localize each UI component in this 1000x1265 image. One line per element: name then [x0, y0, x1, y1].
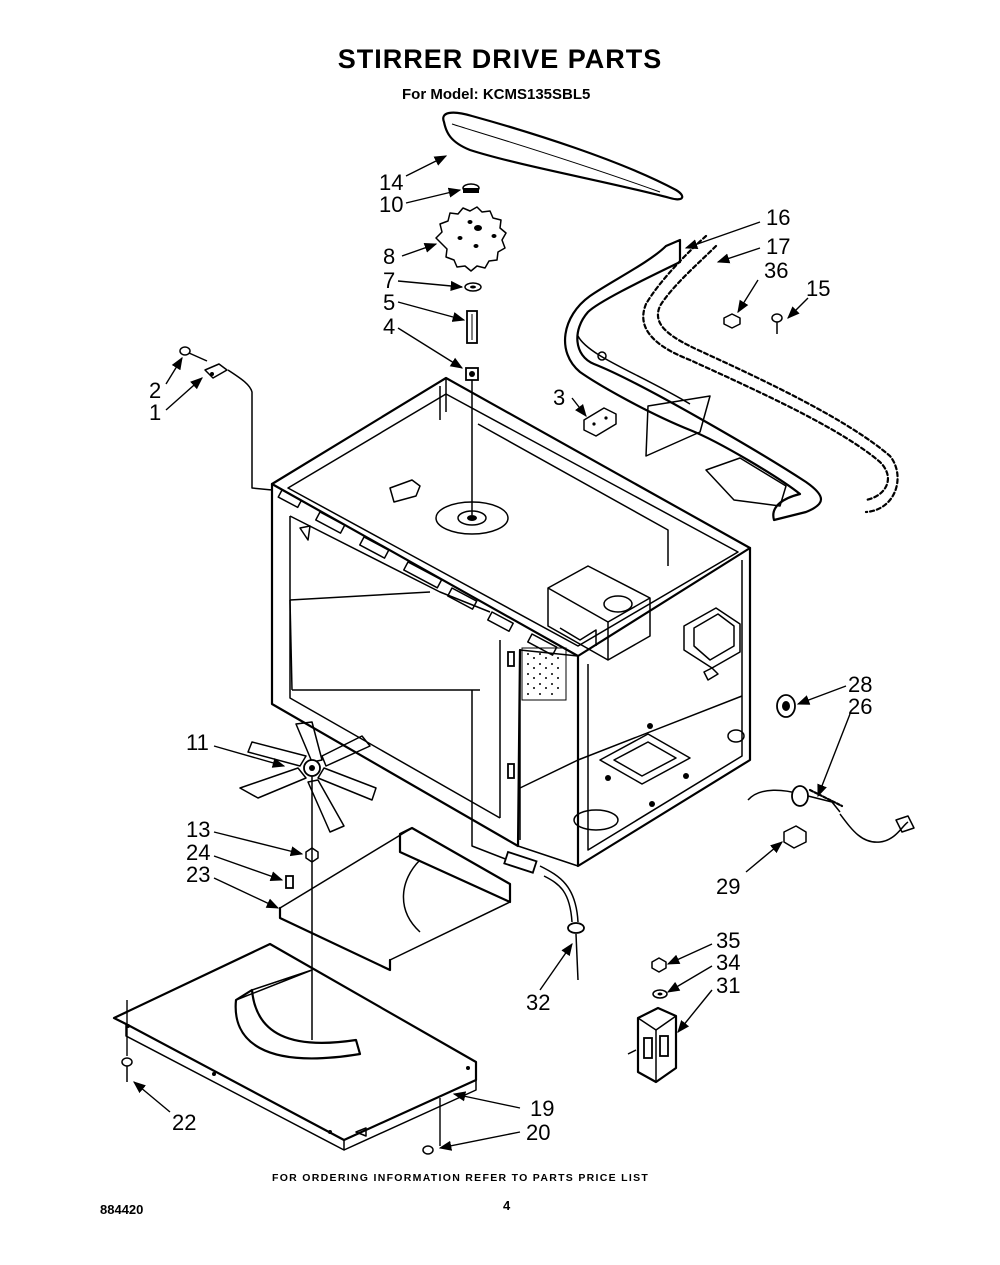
callout-19: 19 [530, 1096, 554, 1121]
callout-11: 11 [186, 730, 209, 755]
vent-slots [277, 489, 558, 656]
connector-29 [783, 825, 807, 849]
thermal-probe-32 [471, 690, 585, 981]
drive-chain-17 [642, 234, 899, 514]
callout-34: 34 [716, 950, 740, 975]
callout-4: 4 [383, 314, 395, 339]
callout-28: 28 [848, 672, 872, 697]
callout-8: 8 [383, 244, 395, 269]
page-title: STIRRER DRIVE PARTS [337, 44, 663, 74]
callout-35: 35 [716, 928, 740, 953]
callout-5: 5 [383, 290, 395, 315]
switch-31 [627, 1006, 678, 1084]
page-number: 4 [503, 1198, 511, 1213]
bottom-cover-19 [112, 942, 478, 1151]
callout-22: 22 [172, 1110, 196, 1135]
screw-20 [422, 1145, 434, 1155]
callout-29: 29 [716, 874, 740, 899]
wire-lead [227, 369, 273, 491]
document-number: 884420 [100, 1202, 144, 1217]
oven-chassis [270, 376, 752, 868]
model-subtitle: For Model: KCMS135SBL5 [402, 86, 591, 103]
callout-1: 1 [149, 400, 161, 425]
callout-leaders [133, 155, 851, 1151]
callout-15: 15 [806, 276, 830, 301]
nut-35 [651, 957, 667, 973]
block-3 [583, 407, 617, 437]
callout-31: 31 [716, 973, 740, 998]
callout-23: 23 [186, 862, 210, 887]
callout-7: 7 [383, 268, 395, 293]
callout-10: 10 [379, 192, 403, 217]
power-cord-26 [747, 785, 915, 843]
callout-14: 14 [379, 170, 403, 195]
stirrer-blade-11 [239, 721, 377, 1040]
washer-7 [464, 282, 482, 292]
callout-17: 17 [766, 234, 790, 259]
callout-numbers: 14 10 8 7 5 4 2 1 3 16 17 36 15 11 13 24… [149, 170, 872, 1145]
callout-3: 3 [553, 385, 565, 410]
stirrer-shaft-5 [466, 310, 478, 344]
screw-2 [179, 346, 208, 362]
washer-34 [652, 989, 668, 999]
drive-belt [442, 111, 684, 201]
bearing-4 [465, 367, 479, 381]
ordering-note: FOR ORDERING INFORMATION REFER TO PARTS … [272, 1172, 650, 1184]
grommet-28 [776, 694, 796, 718]
nut-10 [462, 183, 480, 193]
screw-22 [121, 1057, 133, 1082]
callout-24: 24 [186, 840, 210, 865]
drive-pulley-8 [435, 206, 507, 272]
callout-20: 20 [526, 1120, 550, 1145]
nut-13 [305, 847, 319, 863]
callout-2: 2 [149, 378, 161, 403]
stirrer-bracket-23 [278, 826, 512, 972]
spacer-24 [285, 875, 294, 889]
screw-15 [771, 313, 783, 334]
clip-1 [204, 363, 228, 379]
callout-26: 26 [848, 694, 872, 719]
support-rail-16 [564, 238, 823, 522]
nut-36 [723, 313, 741, 329]
callout-16: 16 [766, 205, 790, 230]
callout-36: 36 [764, 258, 788, 283]
callout-32: 32 [526, 990, 550, 1015]
callout-13: 13 [186, 817, 210, 842]
